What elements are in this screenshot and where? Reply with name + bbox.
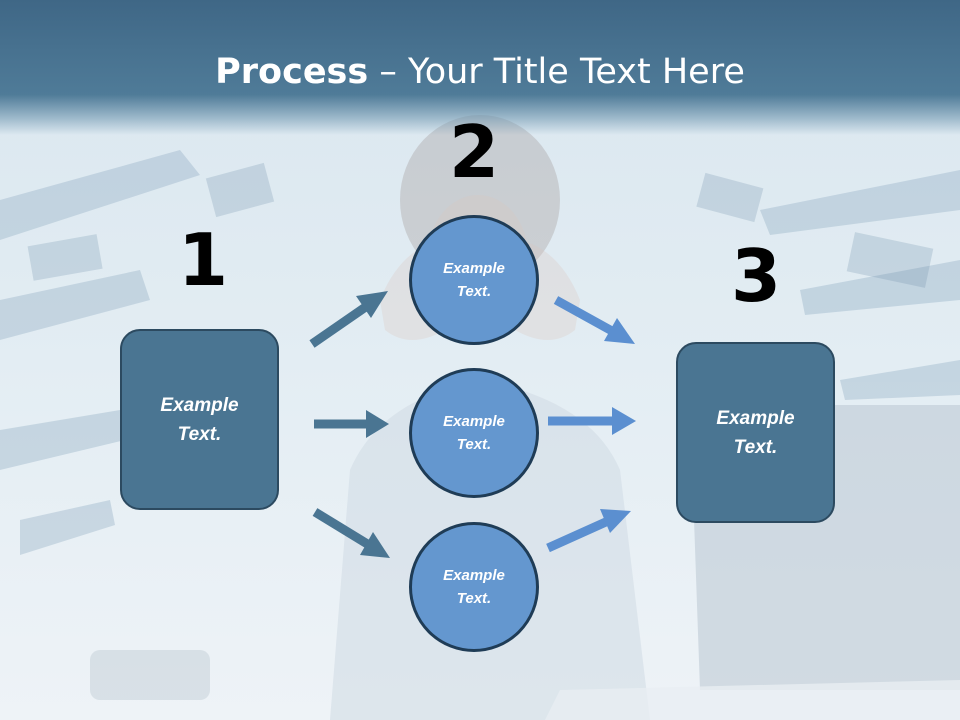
- step-3-box[interactable]: Example Text.: [676, 342, 835, 523]
- arrow-middle-to-3: [548, 407, 636, 435]
- arrow-1-to-top: [309, 291, 388, 348]
- title-rest: – Your Title Text Here: [368, 52, 745, 92]
- title-band: [0, 0, 960, 135]
- step-3-number: 3: [731, 234, 782, 318]
- slide-title: Process – Your Title Text Here: [0, 52, 960, 92]
- step-2-circle-middle[interactable]: Example Text.: [409, 368, 539, 498]
- step-2-circle-bottom[interactable]: Example Text.: [409, 522, 539, 652]
- step-3-text: Example Text.: [716, 407, 795, 458]
- arrow-bottom-to-3: [546, 509, 631, 553]
- arrow-top-to-3: [553, 296, 635, 344]
- step-2-circle-top[interactable]: Example Text.: [409, 215, 539, 345]
- arrow-1-to-middle: [314, 410, 389, 438]
- step-1-text: Example Text.: [160, 394, 239, 445]
- arrow-1-to-bottom: [312, 508, 390, 558]
- title-bold: Process: [215, 52, 369, 92]
- step-2-text-top: Example Text.: [443, 260, 505, 300]
- step-1-box[interactable]: Example Text.: [120, 329, 279, 510]
- step-2-text-middle: Example Text.: [443, 413, 505, 453]
- step-1-number: 1: [178, 218, 229, 302]
- step-2-text-bottom: Example Text.: [443, 567, 505, 607]
- step-2-number: 2: [449, 110, 500, 194]
